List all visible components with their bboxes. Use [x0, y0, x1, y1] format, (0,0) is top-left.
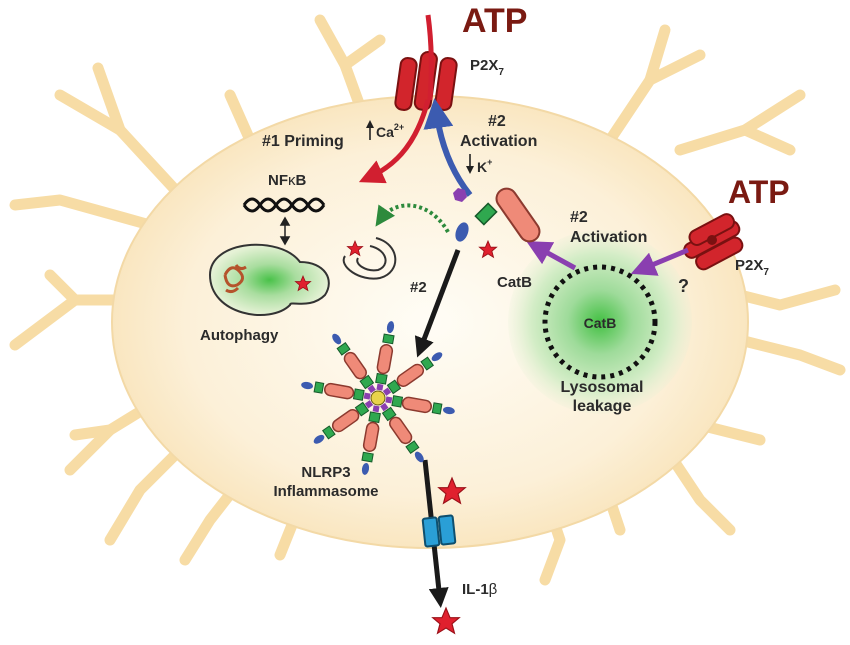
- leakage-label: leakage: [573, 398, 632, 415]
- p2x7-receptor-right: [683, 213, 744, 271]
- svg-text:Ca2+: Ca2+: [376, 122, 404, 140]
- p2x7-lysosome-arrow: [630, 247, 689, 276]
- k-efflux-arrow: [423, 98, 473, 197]
- nfkb-label: NFκB: [268, 172, 307, 189]
- lysosomal-label: Lysosomal: [561, 379, 644, 396]
- p2x7-label-top: P2X7: [470, 57, 504, 78]
- autophagy-label: Autophagy: [200, 327, 279, 344]
- atp-label-right: ATP: [728, 174, 790, 210]
- inflammasome-arm: [313, 400, 374, 444]
- inflammasome-arm: [385, 395, 455, 415]
- catb-release-arrow: [526, 241, 577, 271]
- priming-arrow: [358, 99, 431, 184]
- uncertain-link-label: ?: [678, 276, 689, 296]
- inflammasome-arm: [301, 381, 371, 401]
- atp-label-top: ATP: [462, 2, 527, 40]
- catb-lysosome-label: CatB: [584, 315, 617, 331]
- calcium-label: Ca2+: [366, 120, 404, 140]
- inflammasome-arm: [332, 333, 376, 394]
- secretion-channel: [421, 514, 457, 548]
- p2x7-label-right: P2X7: [735, 257, 769, 278]
- inflammasome-label: Inflammasome: [273, 483, 378, 500]
- autophagosome: [208, 243, 330, 316]
- priming-label: #1 Priming: [262, 133, 344, 150]
- inflammasome-arm: [375, 321, 395, 391]
- nlrp3-label: NLRP3: [301, 464, 350, 481]
- nlrp3-inflammasome-complex: [301, 321, 455, 475]
- inflammasome-arm: [382, 352, 443, 396]
- svg-text:K+: K+: [477, 157, 492, 175]
- inflammasome-components: [453, 187, 541, 243]
- inflammasome-arm: [361, 405, 381, 475]
- activation-top-label: Activation: [460, 133, 537, 150]
- catb-released-label: CatB: [497, 274, 532, 291]
- il1b-star-mid: [478, 239, 498, 259]
- lysosome-membrane: [542, 264, 658, 380]
- activation-right-number: #2: [570, 209, 588, 226]
- il1b-label: IL-1β: [462, 581, 498, 598]
- assembly-step-label: #2: [410, 279, 427, 296]
- bidirectional-arrow-icon: [279, 216, 291, 246]
- activation-right-label: Activation: [570, 229, 647, 246]
- assembly-arrow: [414, 249, 461, 358]
- phagophore: [342, 237, 397, 280]
- potassium-label: K+: [466, 154, 492, 175]
- lysosome-glow: [508, 230, 692, 414]
- inflammasome-hub: [370, 390, 386, 406]
- dna-icon: [242, 197, 326, 213]
- atp-inflow-line: [425, 14, 434, 101]
- activation-top-number: #2: [488, 113, 506, 130]
- il1b-star-inside: [437, 476, 467, 505]
- il1b-star-outside: [431, 606, 461, 635]
- inflammasome-arm: [380, 402, 424, 463]
